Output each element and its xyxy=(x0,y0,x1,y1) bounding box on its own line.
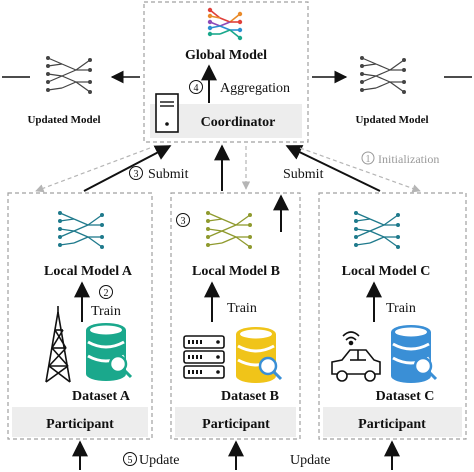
updated-model-left-label: Updated Model xyxy=(27,114,100,126)
train-label-b: Train xyxy=(227,301,257,316)
participant-c-label: Participant xyxy=(358,417,426,432)
init-arrow-right xyxy=(299,147,421,193)
submit-left-label: Submit xyxy=(148,167,189,182)
coordinator-label: Coordinator xyxy=(201,115,276,130)
coordinator-frame xyxy=(143,1,309,143)
dataset-a-label: Dataset A xyxy=(72,389,131,404)
init-arrow-left xyxy=(35,147,151,193)
participant-c-frame xyxy=(318,192,467,440)
train-label-a: Train xyxy=(91,304,121,319)
step4-badge xyxy=(189,80,203,94)
coordinator-server-icon xyxy=(155,93,179,133)
updated-model-left-icon xyxy=(46,56,92,94)
aggregation-label: Aggregation xyxy=(220,81,290,96)
participant-a-frame xyxy=(7,192,153,440)
participant-b-label: Participant xyxy=(202,417,270,432)
step1-number: 1 xyxy=(366,154,371,165)
submit-arrow-c xyxy=(285,145,381,192)
step2-number: 2 xyxy=(104,288,109,299)
local-model-b-label: Local Model B xyxy=(192,264,280,279)
step5-number: 5 xyxy=(128,455,133,466)
step1-badge xyxy=(361,151,375,165)
local-model-c-label: Local Model C xyxy=(342,264,431,279)
participant-c-panel xyxy=(323,407,462,437)
update-right-label: Update xyxy=(290,453,330,468)
server-rack-icon xyxy=(183,335,225,379)
local-model-c-icon xyxy=(354,211,400,249)
local-model-a-icon xyxy=(58,211,104,249)
submit-right-label: Submit xyxy=(283,167,324,182)
cell-tower-icon xyxy=(45,306,71,383)
global-model-icon xyxy=(207,7,243,41)
step5-badge xyxy=(123,452,137,466)
dataset-c-label: Dataset C xyxy=(376,389,435,404)
updated-model-right-icon xyxy=(360,56,406,94)
participant-a-panel xyxy=(12,407,148,437)
global-model-label: Global Model xyxy=(185,48,267,63)
initialization-label: Initialization xyxy=(378,152,439,166)
step4-number: 4 xyxy=(194,83,199,94)
updated-model-right-label: Updated Model xyxy=(355,114,428,126)
connected-car-icon xyxy=(331,331,381,382)
participant-b-frame xyxy=(170,192,301,440)
step2-badge xyxy=(99,285,113,299)
dataset-a-icon xyxy=(86,323,133,381)
dataset-c-icon xyxy=(391,325,438,383)
step3-model-number: 3 xyxy=(181,216,186,227)
local-model-a-label: Local Model A xyxy=(44,264,133,279)
train-label-c: Train xyxy=(386,301,416,316)
step3-submit-badge xyxy=(129,166,143,180)
step3-submit-number: 3 xyxy=(134,169,139,180)
local-model-b-icon xyxy=(206,211,252,249)
submit-arrow-a xyxy=(83,145,172,192)
step3-model-badge xyxy=(176,213,190,227)
dataset-b-label: Dataset B xyxy=(221,389,279,404)
participant-b-panel xyxy=(175,407,296,437)
dataset-b-icon xyxy=(236,327,283,383)
update-left-label: Update xyxy=(139,453,179,468)
participant-a-label: Participant xyxy=(46,417,114,432)
